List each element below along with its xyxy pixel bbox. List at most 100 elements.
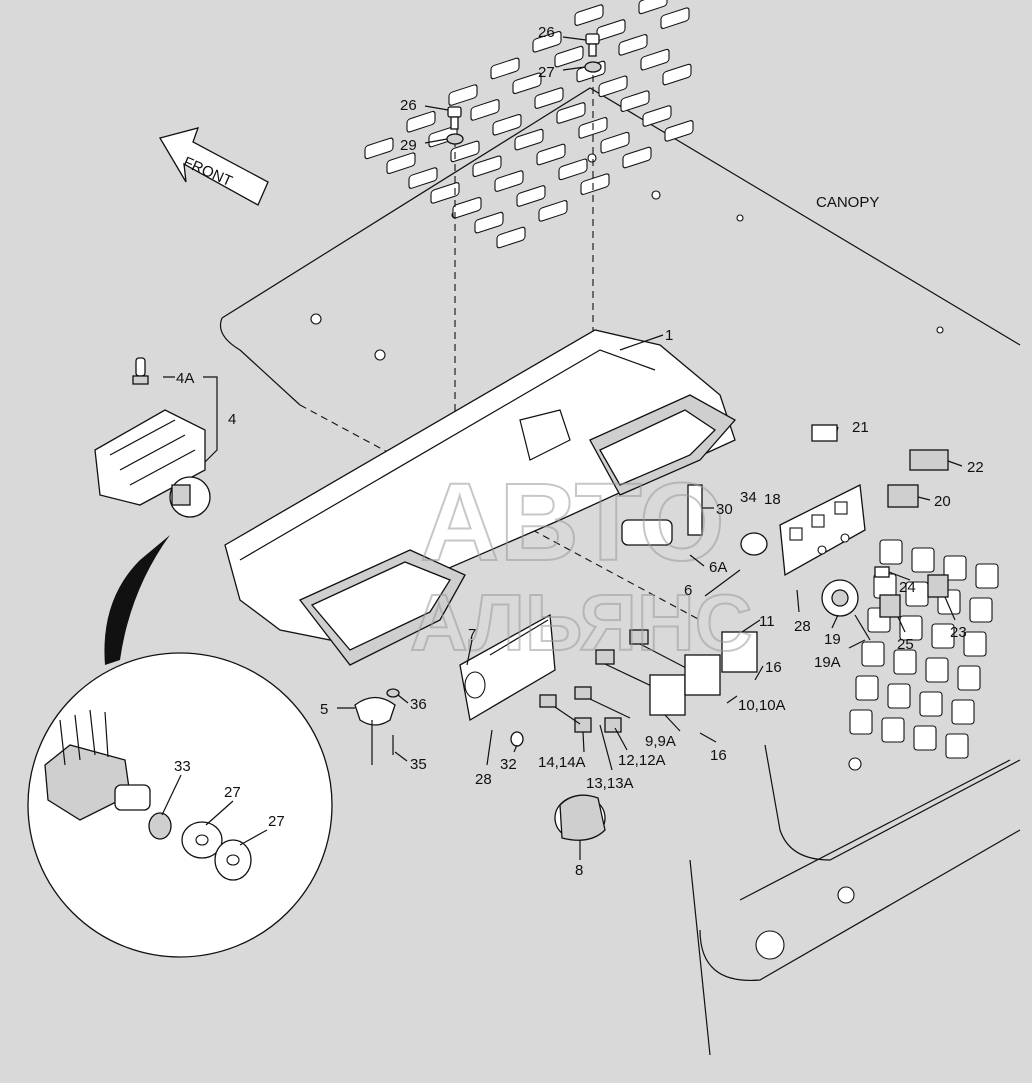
- vent-slot: [638, 0, 668, 15]
- side-vent-slot: [963, 631, 987, 657]
- bolt-26-mid: [447, 106, 462, 130]
- callout-12-12A: 12,12A: [618, 752, 666, 769]
- work-light: [94, 409, 211, 518]
- canopy-label: CANOPY: [816, 194, 879, 211]
- vent-slot: [618, 34, 648, 56]
- callout-30: 30: [716, 501, 733, 518]
- vent-slot: [600, 131, 630, 154]
- console-housing: [224, 329, 737, 666]
- side-vent-slot: [957, 665, 981, 691]
- side-vent-slot: [855, 675, 879, 701]
- callout-1: 1: [665, 327, 673, 344]
- side-vent-slot: [849, 709, 873, 735]
- vent-slot: [596, 19, 626, 41]
- callout-22: 22: [967, 459, 984, 476]
- vent-slot: [496, 226, 526, 249]
- watermark-line-2: АЛЬЯНС: [410, 578, 752, 667]
- callout-27: 27: [268, 813, 285, 830]
- side-vent-slot: [951, 699, 975, 725]
- callout-20: 20: [934, 493, 951, 510]
- vent-slot: [386, 152, 416, 175]
- vent-slot: [598, 75, 628, 98]
- callout-23: 23: [950, 624, 967, 641]
- switch-22: [909, 449, 949, 471]
- front-arrow: [159, 127, 269, 206]
- vent-slot: [516, 185, 546, 207]
- side-vent-slot: [899, 615, 923, 641]
- vent-slot: [490, 57, 520, 80]
- callout-8: 8: [575, 862, 583, 879]
- side-vent-slot: [925, 657, 949, 683]
- vent-slot: [534, 87, 564, 109]
- side-vent-grid: [849, 539, 999, 759]
- side-vent-slot: [887, 683, 911, 709]
- callout-19: 19: [824, 631, 841, 648]
- vent-slot: [448, 84, 478, 106]
- callout-6A: 6A: [709, 559, 727, 576]
- callout-11: 11: [759, 613, 775, 630]
- callout-35: 35: [410, 756, 427, 773]
- callout-36: 36: [410, 696, 427, 713]
- indicator-23: [927, 574, 949, 598]
- side-vent-slot: [969, 597, 993, 623]
- vent-slot: [470, 99, 500, 121]
- vent-slot: [452, 196, 482, 219]
- callout-26: 26: [400, 97, 417, 114]
- vent-slot: [492, 113, 522, 136]
- watermark-line-1: АВТО: [420, 461, 725, 584]
- side-vent-slot: [943, 555, 967, 581]
- switch-panel-18: [779, 484, 866, 577]
- callout-labels: 26 27 26 29 1 4A 4 21 22 20 34 18 30 6A …: [174, 24, 984, 879]
- side-vent-slot: [913, 725, 937, 751]
- canopy-vent-grid: [364, 0, 694, 249]
- callout-33: 33: [174, 758, 191, 775]
- vent-slot: [538, 200, 568, 222]
- nut-36: [386, 688, 400, 698]
- vent-slot: [494, 170, 524, 192]
- hour-meter-8: [554, 794, 606, 841]
- vent-slot: [408, 167, 438, 189]
- grommet-34: [740, 532, 768, 556]
- vent-slot: [642, 105, 672, 127]
- vent-slot: [428, 125, 458, 148]
- side-vent-slot: [879, 539, 903, 565]
- vent-slot: [406, 110, 436, 133]
- vent-slot: [574, 4, 604, 26]
- vent-slot: [450, 140, 480, 163]
- callout-18: 18: [764, 491, 781, 508]
- switch-20: [887, 484, 919, 508]
- callout-14-14A: 14,14A: [538, 754, 586, 771]
- side-vent-slot: [931, 623, 955, 649]
- callout-10-10A: 10,10A: [738, 697, 786, 714]
- key-switch-19: [821, 579, 871, 641]
- callout-25: 25: [897, 636, 914, 653]
- cover-5: [354, 696, 396, 765]
- vent-slot: [474, 211, 504, 234]
- washer-29: [446, 133, 464, 145]
- vent-slot: [364, 137, 394, 160]
- callout-16: 16: [710, 747, 727, 764]
- switch-panel-7: [459, 613, 556, 722]
- callout-27: 27: [224, 784, 241, 801]
- callout-32: 32: [500, 756, 517, 773]
- side-vent-slot: [893, 649, 917, 675]
- vent-slot: [622, 146, 652, 169]
- plug-32: [510, 731, 524, 747]
- vent-slot: [664, 120, 694, 142]
- fuse-24: [874, 566, 890, 578]
- side-vent-slot: [945, 733, 969, 759]
- vent-slot: [640, 48, 670, 71]
- vent-slot: [514, 128, 544, 151]
- canopy-roof: [219, 87, 1021, 1056]
- callout-5: 5: [320, 701, 328, 718]
- callout-7: 7: [468, 626, 476, 643]
- vent-slot: [620, 90, 650, 112]
- leader-lines: [161, 36, 963, 860]
- callout-19A: 19A: [814, 654, 841, 671]
- callout-28: 28: [794, 618, 811, 635]
- bracket-4-leader: [163, 376, 218, 463]
- vent-slot: [662, 63, 692, 86]
- vent-slot: [532, 30, 562, 53]
- callout-13-13A: 13,13A: [586, 775, 634, 792]
